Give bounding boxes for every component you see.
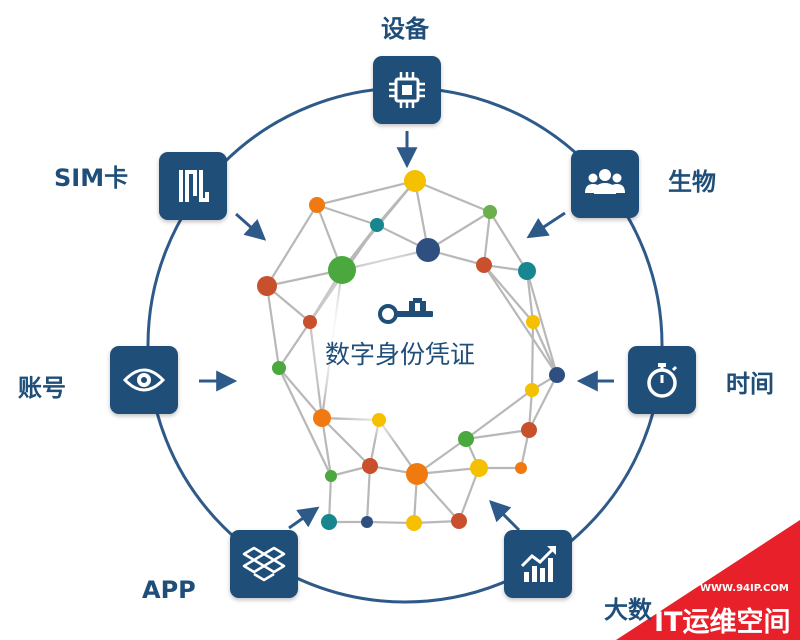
network-link (483, 264, 558, 376)
sim-label: SIM卡 (54, 164, 129, 192)
network-link (489, 211, 528, 272)
cpu-chip-icon (389, 72, 425, 108)
network-link (528, 374, 558, 431)
network-node (416, 238, 440, 262)
sim-card-icon (179, 170, 209, 202)
time-label: 时间 (726, 370, 774, 398)
network-link (278, 367, 332, 477)
bigdata-label: 大数 (604, 596, 652, 624)
network-node (406, 515, 422, 531)
network-node (309, 197, 325, 213)
device-node (373, 56, 441, 124)
network-link (320, 417, 333, 477)
bar-chart-icon (520, 546, 556, 582)
stopwatch-icon (647, 363, 678, 398)
network-node (361, 516, 373, 528)
network-node (257, 276, 277, 296)
network-link (482, 211, 492, 266)
network-node (325, 470, 337, 482)
network-node (470, 459, 488, 477)
network-link (427, 211, 491, 251)
device-label: 设备 (381, 15, 429, 43)
network-node (370, 218, 384, 232)
account-label: 账号 (18, 374, 66, 402)
users-group-icon (585, 169, 625, 194)
network-node (303, 315, 317, 329)
network-nodes (257, 170, 565, 531)
watermark-url: WWW.94IP.COM (700, 583, 789, 594)
app-node (230, 530, 298, 598)
center-title: 数字身份凭证 (324, 340, 475, 369)
network-node (321, 514, 337, 530)
network-node (483, 205, 497, 219)
network-link (525, 270, 559, 376)
arrow-biometric (526, 211, 566, 239)
eye-icon (122, 368, 166, 392)
network-node (272, 361, 286, 375)
network-link (465, 428, 530, 441)
network-link (483, 264, 534, 323)
network-link (278, 367, 323, 419)
network-link (531, 321, 559, 376)
sim-node (159, 152, 227, 220)
network-node (451, 513, 467, 529)
network-node (525, 383, 539, 397)
network-node (458, 431, 474, 447)
network-node (328, 256, 356, 284)
network-node (518, 262, 536, 280)
network-node (406, 463, 428, 485)
network-node (313, 409, 331, 427)
network-node (362, 458, 378, 474)
key-icon (378, 298, 433, 324)
network-node (549, 367, 565, 383)
arrow-bigdata (489, 500, 521, 532)
watermark-name: IT运维空间 (654, 607, 791, 638)
network-link (414, 179, 491, 214)
time-node (628, 346, 696, 414)
network-node (515, 462, 527, 474)
arrows (199, 131, 614, 532)
network-link (321, 417, 371, 467)
arrow-sim (235, 212, 267, 241)
network-node (526, 315, 540, 329)
account-node (110, 346, 178, 414)
biometric-label: 生物 (668, 168, 716, 196)
watermark-banner (616, 520, 800, 640)
network-link (278, 321, 311, 369)
network-link (530, 321, 535, 391)
app-label: APP (142, 576, 196, 604)
network-link (316, 179, 416, 207)
network-link (316, 203, 378, 227)
network-node (521, 422, 537, 438)
network-link (465, 389, 533, 440)
network-link (266, 204, 318, 287)
arrow-app (288, 506, 320, 530)
network-node (372, 413, 386, 427)
network-link (365, 465, 372, 523)
network-node (476, 257, 492, 273)
dropbox-box-icon (242, 546, 286, 582)
network-node (404, 170, 426, 192)
bigdata-node (504, 530, 572, 598)
biometric-node (571, 150, 639, 218)
center-glow (305, 245, 505, 445)
network-link (265, 285, 281, 369)
network-link (457, 467, 481, 522)
